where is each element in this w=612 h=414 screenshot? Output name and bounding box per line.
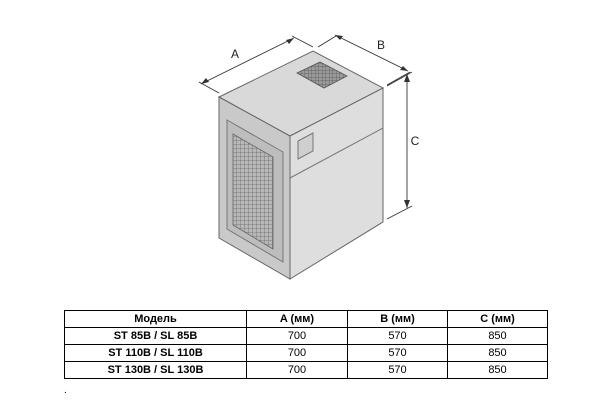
cell-a: 700 bbox=[246, 361, 348, 379]
cell-model: ST 85B / SL 85B bbox=[64, 327, 247, 345]
header-c: C (мм) bbox=[447, 310, 548, 328]
cell-c: 850 bbox=[447, 361, 548, 379]
cell-model: ST 110B / SL 110B bbox=[64, 344, 247, 362]
service-panel bbox=[297, 132, 314, 160]
cell-a: 700 bbox=[246, 344, 348, 362]
header-b: B (мм) bbox=[347, 310, 448, 328]
top-ventilation-grille bbox=[296, 61, 348, 89]
dimension-a bbox=[198, 35, 314, 94]
table-row: ST 110B / SL 110B 700 570 850 bbox=[64, 344, 548, 362]
panel-seam bbox=[289, 127, 384, 179]
header-model: Модель bbox=[64, 310, 247, 328]
cell-b: 570 bbox=[347, 344, 448, 362]
unit-dimension-drawing: A B C bbox=[198, 34, 420, 280]
cell-c: 850 bbox=[447, 344, 548, 362]
header-a: A (мм) bbox=[246, 310, 348, 328]
dimension-a-line bbox=[200, 37, 295, 85]
dimensions-table: Модель A (мм) B (мм) C (мм) ST 85B / SL … bbox=[64, 310, 548, 379]
dimension-b bbox=[317, 34, 411, 86]
table-header-row: Модель A (мм) B (мм) C (мм) bbox=[64, 310, 548, 328]
table-row: ST 130B / SL 130B 700 570 850 bbox=[64, 361, 548, 379]
footnote: . bbox=[64, 385, 67, 396]
dimension-c bbox=[386, 71, 413, 220]
dimension-b-label: B bbox=[377, 38, 385, 52]
cabinet bbox=[217, 50, 385, 280]
cell-a: 700 bbox=[246, 327, 348, 345]
table-row: ST 85B / SL 85B 700 570 850 bbox=[64, 327, 548, 345]
cell-b: 570 bbox=[347, 361, 448, 379]
cell-c: 850 bbox=[447, 327, 548, 345]
cell-b: 570 bbox=[347, 327, 448, 345]
dimension-c-label: C bbox=[411, 134, 420, 148]
dimension-a-label: A bbox=[231, 47, 239, 61]
side-ventilation-grille bbox=[232, 133, 274, 250]
cell-model: ST 130B / SL 130B bbox=[64, 361, 247, 379]
dimension-b-line bbox=[334, 34, 409, 72]
